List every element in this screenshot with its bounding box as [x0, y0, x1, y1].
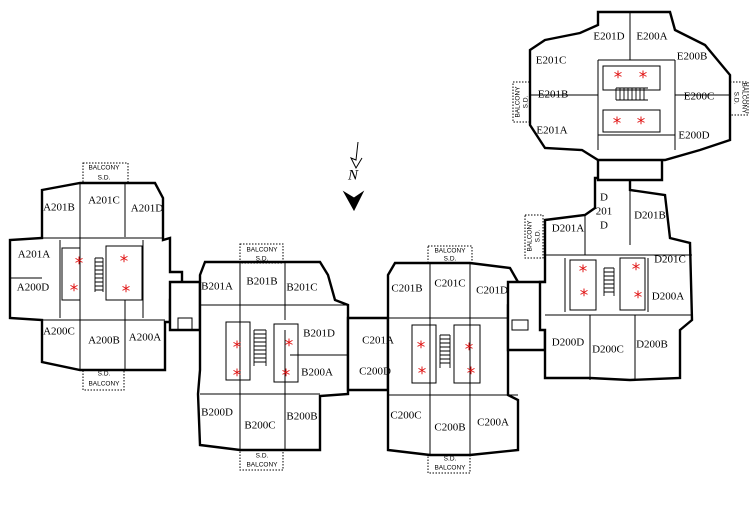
unit-d201d-1: D — [600, 192, 608, 204]
unit-a201b: A201B — [43, 202, 75, 214]
unit-e201c: E201C — [536, 55, 567, 67]
unit-d201d-2: 201 — [596, 206, 613, 218]
unit-e201a: E201A — [536, 125, 567, 137]
marker-star: * — [122, 282, 131, 302]
unit-e201b: E201B — [538, 89, 569, 101]
corridor-a-b — [168, 280, 202, 332]
marker-star: * — [120, 252, 129, 272]
unit-d201d-3: D — [600, 220, 608, 232]
unit-c200d: C200D — [359, 366, 391, 378]
marker-star: * — [637, 114, 646, 134]
unit-c200b: C200B — [434, 422, 465, 434]
marker-star: * — [467, 364, 476, 384]
wing-e — [512, 10, 749, 162]
sd-label: S.D. — [732, 92, 739, 105]
marker-star: * — [613, 114, 622, 134]
marker-star: * — [70, 281, 79, 301]
sd-label: S.D. — [523, 95, 530, 108]
unit-d200b: D200B — [636, 339, 668, 351]
unit-e200b: E200B — [677, 51, 708, 63]
unit-b200c: B200C — [244, 420, 275, 432]
north-label: N — [347, 167, 359, 183]
marker-star: * — [634, 288, 643, 308]
balcony-label: BALCONY — [434, 465, 466, 472]
sd-label: S.D. — [98, 371, 111, 378]
unit-b201a: B201A — [201, 281, 233, 293]
balcony-label: BALCONY — [515, 86, 522, 118]
unit-d200c: D200C — [592, 344, 624, 356]
sd-label: S.D. — [98, 175, 111, 182]
smoke-detector-markers: * * * * * * * * * * * * * * * * * * * * — [70, 68, 648, 386]
balcony-label: BALCONY — [246, 247, 278, 254]
unit-e200a: E200A — [636, 31, 667, 43]
sd-label: S.D. — [256, 453, 269, 460]
sd-label: S.D. — [444, 456, 457, 463]
unit-a201d: A201D — [131, 203, 163, 215]
unit-b200a: B200A — [301, 367, 333, 379]
unit-d201c: D201C — [654, 254, 686, 266]
unit-c200c: C200C — [390, 410, 421, 422]
marker-star: * — [465, 340, 474, 360]
balcony-labels: BALCONY S.D. S.D. BALCONY BALCONY S.D. S… — [88, 82, 747, 471]
unit-a201c: A201C — [88, 195, 120, 207]
marker-star: * — [639, 68, 648, 88]
marker-star: * — [233, 366, 242, 386]
balcony-label: BALCONY — [434, 248, 466, 255]
sd-label: S.D. — [444, 256, 457, 263]
marker-star: * — [233, 338, 242, 358]
unit-e200d: E200D — [678, 130, 709, 142]
balcony-label: BALCONY — [246, 462, 278, 469]
sd-label: S.D. — [535, 229, 542, 242]
marker-star: * — [285, 336, 294, 356]
unit-a200d: A200D — [17, 282, 49, 294]
marker-star: * — [75, 254, 84, 274]
unit-e201d: E201D — [593, 31, 624, 43]
balcony-label: BALCONY — [740, 82, 747, 114]
unit-c201d: C201D — [476, 285, 508, 297]
marker-star: * — [632, 260, 641, 280]
unit-d200d: D200D — [552, 337, 584, 349]
wing-b — [196, 243, 350, 471]
corridor-b-c — [346, 316, 390, 392]
sd-label: S.D. — [256, 256, 269, 263]
balcony-label: BALCONY — [88, 381, 120, 388]
unit-a200c: A200C — [43, 326, 75, 338]
marker-star: * — [282, 366, 291, 386]
north-arrow: N — [342, 141, 365, 212]
unit-d200a: D200A — [652, 291, 684, 303]
unit-b200d: B200D — [201, 407, 233, 419]
unit-e200c: E200C — [684, 91, 715, 103]
unit-a200b: A200B — [88, 335, 120, 347]
unit-d201a: D201A — [552, 223, 584, 235]
marker-star: * — [580, 286, 589, 306]
unit-b201d: B201D — [303, 328, 335, 340]
unit-b201b: B201B — [246, 276, 277, 288]
unit-c201b: C201B — [391, 283, 422, 295]
unit-c200a: C200A — [477, 417, 509, 429]
marker-star: * — [418, 364, 427, 384]
marker-star: * — [579, 262, 588, 282]
balcony-label: BALCONY — [88, 165, 120, 172]
unit-d201b: D201B — [634, 210, 666, 222]
marker-star: * — [614, 68, 623, 88]
unit-c201a: C201A — [362, 335, 394, 347]
marker-star: * — [417, 338, 426, 358]
unit-labels: A201B A201C A201D A201A A200D A200C A200… — [17, 31, 714, 434]
unit-a200a: A200A — [129, 332, 161, 344]
unit-b201c: B201C — [286, 282, 317, 294]
unit-a201a: A201A — [18, 249, 50, 261]
unit-c201c: C201C — [434, 278, 465, 290]
unit-b200b: B200B — [286, 411, 317, 423]
balcony-label: BALCONY — [527, 220, 534, 252]
